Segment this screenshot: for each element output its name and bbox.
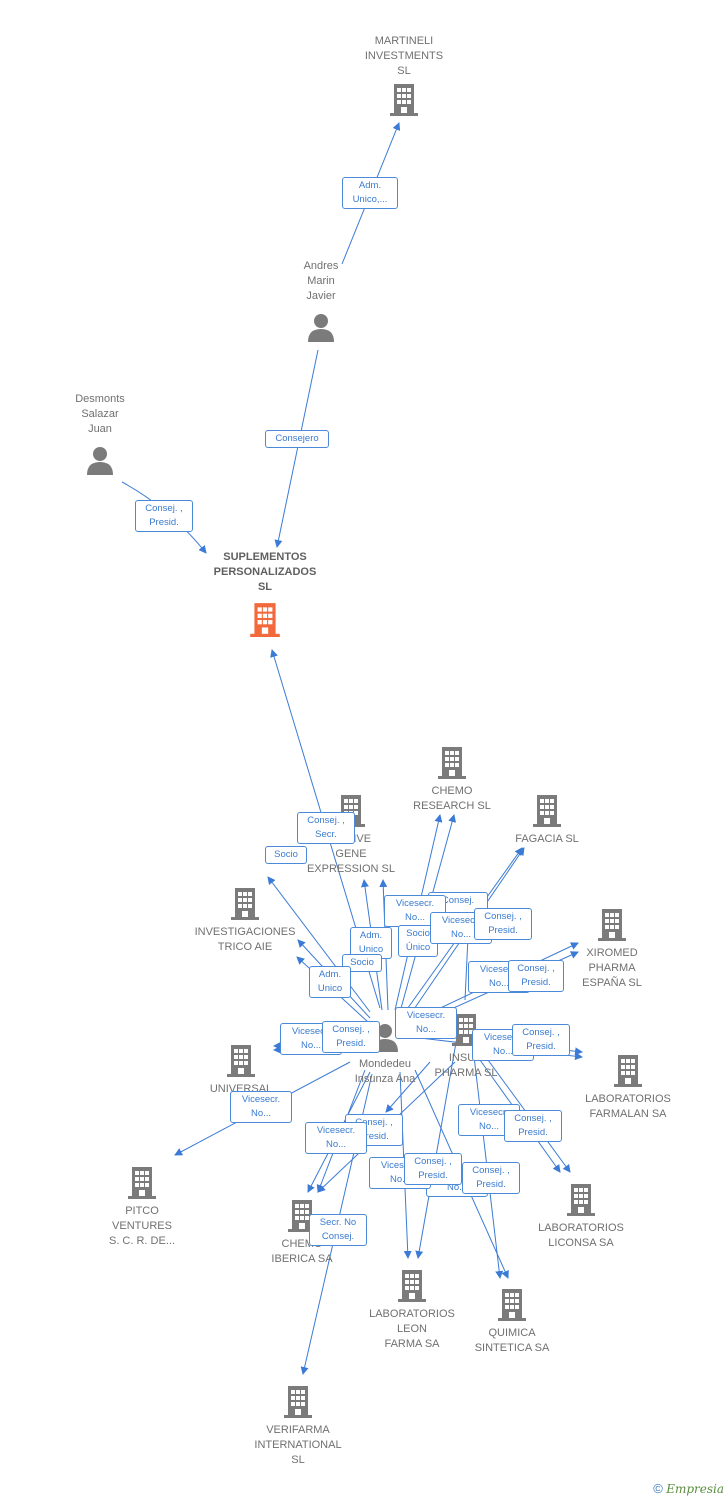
edge-label[interactable]: Consej. , Presid.	[508, 960, 564, 992]
company-label: QUIMICA SINTETICA SA	[474, 1327, 550, 1354]
edge-label[interactable]: Consej. , Secr.	[297, 812, 355, 844]
building-icon	[614, 1055, 642, 1087]
edge-label[interactable]: Consej. , Presid.	[504, 1110, 562, 1142]
edge-label[interactable]: Vicesecr. No...	[230, 1091, 292, 1123]
node-pitco[interactable]: PITCO VENTURES S. C. R. DE...	[96, 1165, 188, 1249]
edge-label[interactable]: Vicesecr. No...	[305, 1122, 367, 1154]
person-icon	[87, 447, 113, 475]
building-icon	[398, 1270, 426, 1302]
company-label: LABORATORIOS LEON FARMA SA	[369, 1308, 455, 1350]
brand-logo[interactable]: Empresia	[666, 1482, 724, 1496]
edge-label[interactable]: Secr. No Consej.	[309, 1214, 367, 1246]
node-suplementos[interactable]: SUPLEMENTOS PERSONALIZADOS SL	[195, 550, 335, 642]
node-verifarma[interactable]: VERIFARMA INTERNATIONAL SL	[242, 1384, 354, 1468]
edge-label[interactable]: Consej. , Presid.	[135, 500, 193, 532]
building-icon	[227, 1045, 255, 1077]
node-investigaciones[interactable]: INVESTIGACIONES TRICO AIE	[183, 886, 307, 955]
company-label: INVESTIGACIONES TRICO AIE	[194, 926, 296, 953]
edge-label[interactable]: Socio	[265, 846, 307, 864]
edge-label[interactable]: Consej. , Presid.	[512, 1024, 570, 1056]
edge	[415, 1019, 461, 1259]
brand-footer: © Empresia	[653, 1481, 724, 1496]
node-andres[interactable]: Andres Marin Javier	[281, 259, 361, 347]
company-label: PITCO VENTURES S. C. R. DE...	[108, 1205, 175, 1247]
copyright-symbol: ©	[653, 1481, 663, 1496]
company-label: LABORATORIOS LICONSA SA	[538, 1222, 624, 1249]
edge-label[interactable]: Adm. Unico	[350, 927, 392, 959]
building-icon	[250, 603, 280, 637]
node-native-gene[interactable]: ...ATIVE GENE EXPRESSION SL	[295, 793, 407, 877]
building-icon	[498, 1289, 526, 1321]
edge-label[interactable]: Consej. , Presid.	[474, 908, 532, 940]
node-martineli[interactable]: MARTINELI INVESTMENTS SL	[344, 34, 464, 121]
node-quimica[interactable]: QUIMICA SINTETICA SA	[462, 1287, 562, 1356]
edge-label[interactable]: Consej. , Presid.	[462, 1162, 520, 1194]
edge-label[interactable]: Vicesecr. No...	[395, 1007, 457, 1039]
node-mondedeu[interactable]: Mondedeu Insunza Ana	[340, 1022, 430, 1087]
company-label: LABORATORIOS FARMALAN SA	[585, 1093, 671, 1120]
building-icon	[567, 1184, 595, 1216]
node-leon[interactable]: LABORATORIOS LEON FARMA SA	[358, 1268, 466, 1352]
company-label: XIROMED PHARMA ESPAÑA SL	[582, 947, 642, 989]
edge-label[interactable]: Consej. , Presid.	[404, 1153, 462, 1185]
edge-label[interactable]: Adm. Unico	[309, 966, 351, 998]
building-icon	[390, 84, 418, 116]
building-icon	[288, 1200, 316, 1232]
company-label: MARTINELI INVESTMENTS SL	[364, 35, 444, 77]
building-icon	[438, 747, 466, 779]
node-chemo-research[interactable]: CHEMO RESEARCH SL	[392, 745, 512, 814]
building-icon	[284, 1386, 312, 1418]
node-fagacia[interactable]: FAGACIA SL	[497, 793, 597, 847]
edge-label[interactable]: Adm. Unico,...	[342, 177, 398, 209]
person-icon	[308, 314, 334, 342]
company-label: CHEMO RESEARCH SL	[413, 785, 491, 812]
building-icon	[452, 1014, 480, 1046]
company-label: VERIFARMA INTERNATIONAL SL	[254, 1424, 342, 1466]
building-icon	[533, 795, 561, 827]
edge-label[interactable]: Consejero	[265, 430, 329, 448]
edge	[274, 349, 319, 548]
person-label: Andres Marin Javier	[303, 260, 339, 302]
edge-label[interactable]: Socio	[342, 954, 382, 972]
building-icon	[128, 1167, 156, 1199]
node-liconsa[interactable]: LABORATORIOS LICONSA SA	[527, 1182, 635, 1251]
edge	[385, 1061, 431, 1113]
edge	[267, 876, 371, 1013]
building-icon	[231, 888, 259, 920]
node-farmalan[interactable]: LABORATORIOS FARMALAN SA	[574, 1053, 682, 1122]
node-xiromed[interactable]: XIROMED PHARMA ESPAÑA SL	[566, 907, 658, 991]
node-desmonts[interactable]: Desmonts Salazar Juan	[60, 392, 140, 480]
edge-label[interactable]: Consej. , Presid.	[322, 1021, 380, 1053]
person-label: Desmonts Salazar Juan	[75, 393, 125, 435]
company-label: FAGACIA SL	[515, 833, 579, 845]
focus-company-label: SUPLEMENTOS PERSONALIZADOS SL	[213, 551, 317, 593]
building-icon	[598, 909, 626, 941]
person-label: Mondedeu Insunza Ana	[354, 1058, 416, 1085]
edge	[469, 1021, 504, 1279]
